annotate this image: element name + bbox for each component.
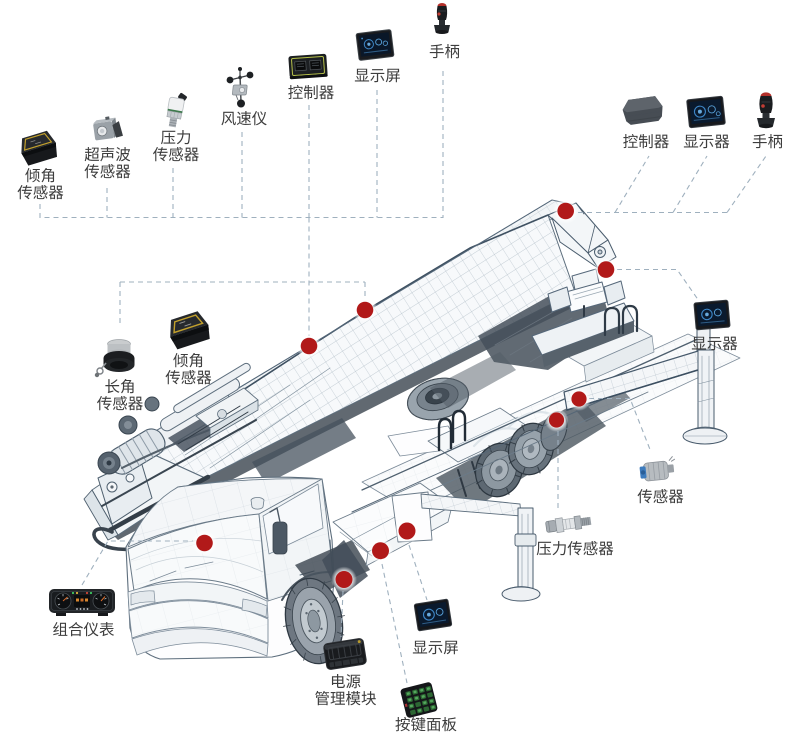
label-instrument-cluster: 组合仪表 [52,618,115,640]
anemometer-icon [226,67,254,108]
display-icon-mid [693,299,731,331]
truck-illustration [83,199,741,665]
label-power-module: 电源 管理模块 [314,670,377,709]
label-controller-right: 控制器 [622,130,670,152]
handrails-deck [437,409,467,452]
marker-boom-mid [296,333,322,359]
label-pressure-sensor-top: 压力 传感器 [152,126,200,165]
label-display-top: 显示屏 [354,64,401,86]
controller-pad-icon [622,96,663,125]
motor-sensor-icon [639,455,676,482]
marker-chassis-mid [367,537,394,564]
connector-power [340,590,344,638]
display-icon-top [355,29,395,61]
pressure-fitting-icon [545,515,592,533]
display-icon-bottom [413,598,453,632]
joystick-icon-right [757,92,775,129]
pressure-sensor-icon [166,92,187,128]
marker-cab [191,530,218,556]
label-sensor-right: 传感器 [637,485,684,507]
label-joystick-top: 手柄 [428,40,461,62]
joystick-icon-top [434,3,450,34]
motor-caps [97,396,160,475]
label-controller-top: 控制器 [287,81,335,103]
label-display-mid: 显示器 [691,332,738,354]
connector-display-bottom [408,544,428,601]
cable-reel-sensor-icon [94,339,135,378]
label-keypad-panel: 按键面板 [394,713,458,735]
operator-platform [531,268,635,367]
label-ultrasonic-sensor: 超声波 传感器 [84,143,131,182]
location-markers [191,198,619,593]
connector-keypad [381,563,408,684]
label-display-right: 显示器 [683,130,730,152]
front-wheel [281,540,370,665]
label-display-bottom: 显示屏 [412,636,459,658]
marker-boom-upper [352,297,378,323]
tilt-sensor-icon [21,130,58,166]
label-joystick-right: 手柄 [751,130,784,152]
outrigger-front [420,493,541,602]
keypad-icon [400,682,438,718]
connector-sensor-right [589,397,652,453]
connector-right-trio [578,155,767,214]
display-icon-right [686,95,726,129]
instrument-cluster-icon [49,589,115,616]
device-icons [21,3,775,718]
marker-chassis-low [331,566,357,593]
connector-boom-bracket [119,217,366,336]
connector-lines [39,68,767,684]
marker-platform [593,256,619,283]
ultrasonic-sensor-icon [93,116,123,141]
label-tilt-sensor-mid: 倾角 传感器 [165,349,212,388]
boom [83,199,617,541]
connector-display-mid [617,268,700,302]
label-pressure-sensor-bottom: 压力传感器 [536,537,614,559]
controller-icon [288,53,328,80]
tilt-sensor-icon-mid [170,311,210,350]
handrails-platform [603,304,639,337]
power-module-icon [323,638,367,670]
marker-frame-right [567,387,591,411]
feed-carriage [168,387,259,452]
marker-chassis-high [394,518,420,544]
marker-boom-tip [552,198,579,224]
label-length-angle-sensor: 长角 传感器 [96,375,144,414]
mast-machinery [92,362,356,552]
label-tilt-sensor-top: 倾角 传感器 [17,164,64,203]
label-anemometer: 风速仪 [220,107,268,129]
marker-frame-lower [544,408,569,432]
